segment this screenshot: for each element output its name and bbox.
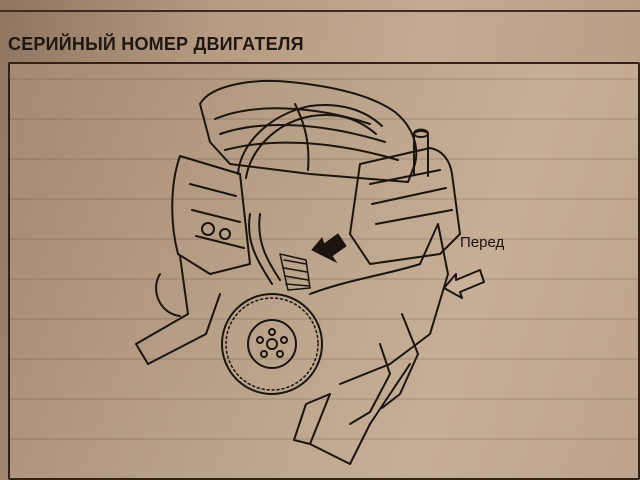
exhaust-pipe xyxy=(349,343,391,425)
wire-harness xyxy=(237,104,383,175)
engine-mount xyxy=(135,255,221,365)
intake-manifold xyxy=(199,79,418,183)
valve-cover xyxy=(349,147,461,265)
bell-housing xyxy=(309,223,449,385)
serial-location-arrow-icon xyxy=(311,233,347,264)
section-heading: СЕРИЙНЫЙ НОМЕР ДВИГАТЕЛЯ xyxy=(8,34,304,54)
top-rule xyxy=(0,0,640,12)
transmission xyxy=(309,363,411,465)
engine-illustration xyxy=(135,79,485,465)
illustration-frame: Перед xyxy=(8,62,640,480)
cylinder-block xyxy=(171,155,251,275)
serial-number-area xyxy=(279,253,311,291)
flywheel xyxy=(221,293,323,395)
front-label: Перед xyxy=(460,234,505,251)
front-direction-arrow-icon xyxy=(443,269,485,299)
